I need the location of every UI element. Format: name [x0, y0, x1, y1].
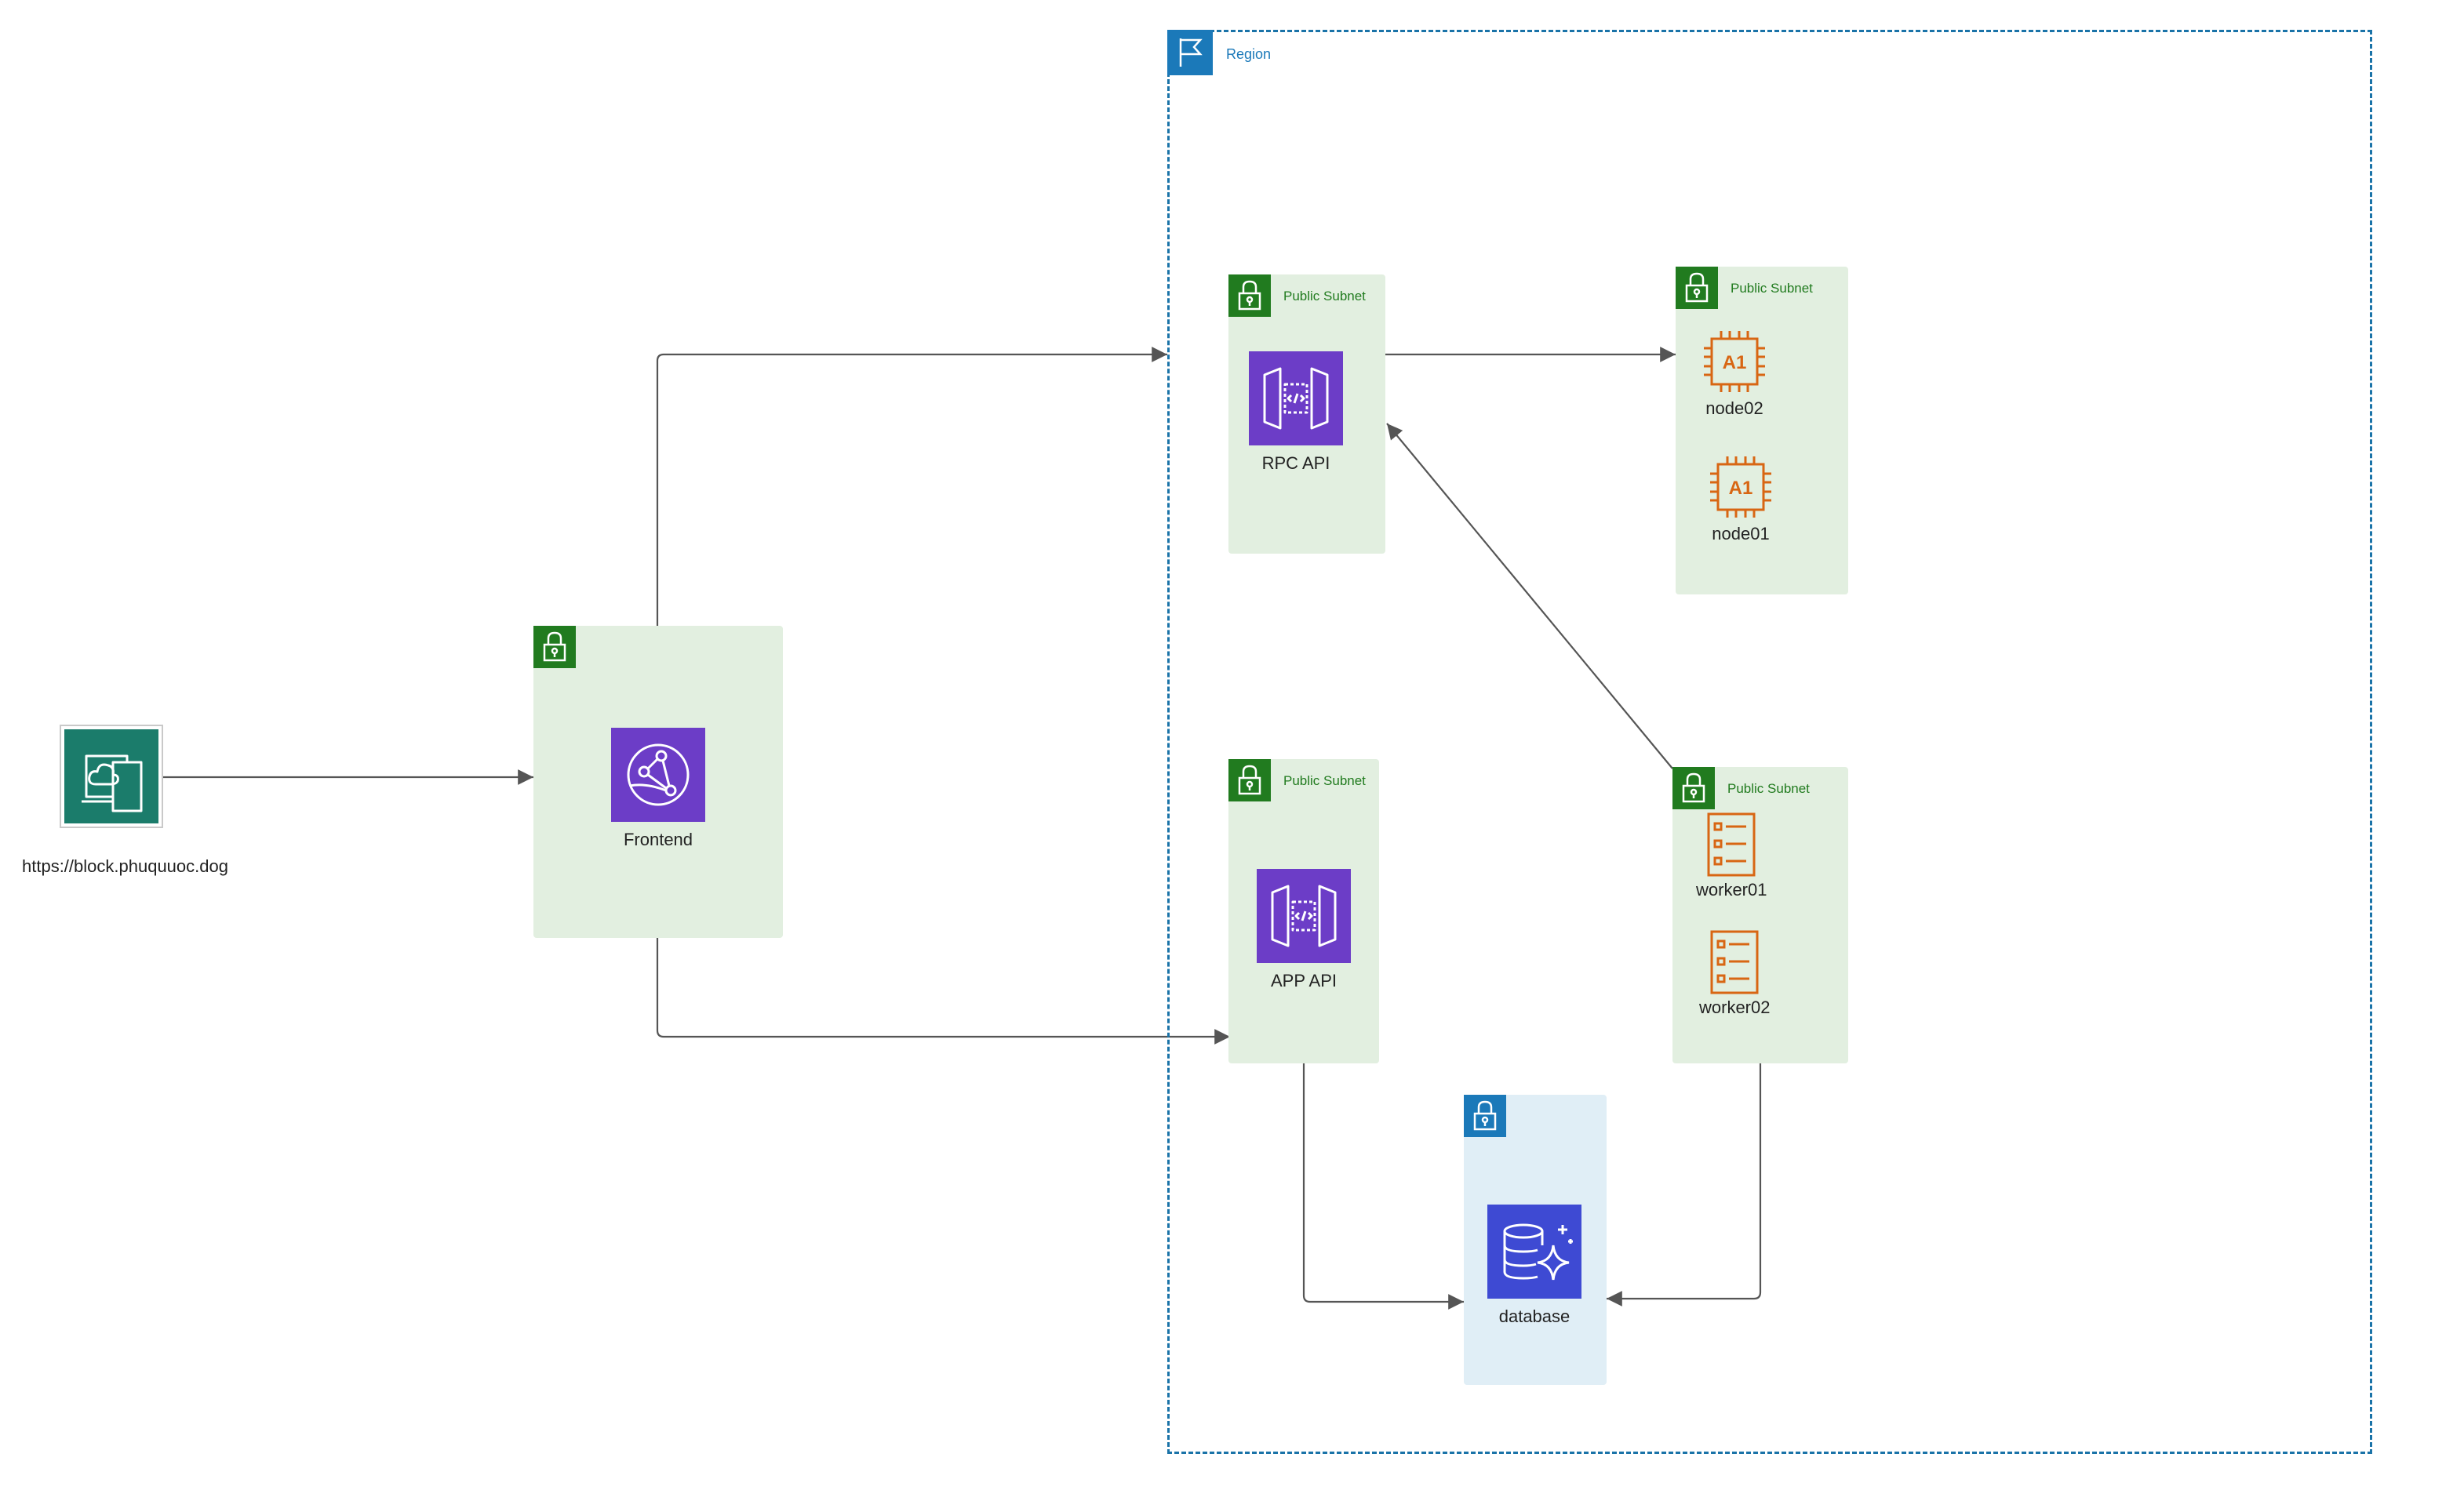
- worker02-node[interactable]: worker02: [1699, 929, 1770, 1018]
- lock-icon: [1228, 274, 1271, 317]
- api-gateway-icon: [1249, 351, 1343, 445]
- a1-instance-icon: A1: [1699, 326, 1770, 397]
- worker02-label: worker02: [1699, 998, 1771, 1017]
- worker-list-icon: [1707, 929, 1762, 996]
- flag-icon: [1167, 30, 1213, 75]
- frontend-subnet: Frontend: [533, 626, 783, 938]
- region-label: Region: [1226, 46, 1272, 62]
- node-subnet-label: Public Subnet: [1731, 281, 1813, 296]
- node01-label: node01: [1712, 524, 1770, 543]
- svg-text:A1: A1: [1729, 478, 1753, 499]
- worker01-node[interactable]: worker01: [1696, 811, 1767, 900]
- database-node[interactable]: database: [1487, 1205, 1581, 1327]
- frontend-label: Frontend: [623, 830, 693, 849]
- worker01-label: worker01: [1696, 880, 1767, 899]
- api-gateway-icon: [1257, 869, 1351, 963]
- app-subnet-label: Public Subnet: [1283, 773, 1366, 788]
- worker-subnet: Public Subnet worker01: [1672, 767, 1848, 1063]
- node01-instance[interactable]: A1 node01: [1705, 452, 1776, 544]
- rpc-api-label: RPC API: [1261, 453, 1330, 473]
- node02-instance[interactable]: A1 node02: [1699, 326, 1770, 419]
- svg-text:A1: A1: [1723, 352, 1747, 373]
- edge-frontend-to-region: [656, 347, 1167, 626]
- database-subnet: database: [1464, 1095, 1607, 1385]
- app-subnet: Public Subnet APP API: [1228, 759, 1379, 1063]
- lock-icon: [1464, 1095, 1506, 1137]
- region-group: Region: [1167, 30, 2372, 1454]
- rpc-subnet: Public Subnet RPC API: [1228, 274, 1385, 554]
- lock-icon: [1228, 759, 1271, 801]
- app-api-label: APP API: [1271, 971, 1337, 990]
- rpc-subnet-label: Public Subnet: [1283, 289, 1366, 303]
- edge-frontend-to-app-api: [656, 938, 1230, 1045]
- app-api-node[interactable]: APP API: [1257, 869, 1351, 991]
- lock-icon: [1672, 767, 1715, 809]
- lock-icon: [1676, 267, 1718, 309]
- cloudfront-icon: [611, 728, 705, 822]
- database-label: database: [1498, 1306, 1570, 1326]
- worker-subnet-label: Public Subnet: [1727, 781, 1810, 796]
- lock-icon: [533, 626, 576, 668]
- node-subnet: Public Subnet A1 node02: [1676, 267, 1848, 594]
- client-cloud-icon: [64, 729, 158, 823]
- client-node[interactable]: [64, 729, 158, 823]
- worker-list-icon: [1704, 811, 1759, 878]
- a1-instance-icon: A1: [1705, 452, 1776, 522]
- client-url-label: https://block.phuquuoc.dog: [22, 856, 228, 876]
- aurora-database-icon: [1487, 1205, 1581, 1299]
- frontend-node[interactable]: Frontend: [611, 728, 705, 850]
- rpc-api-node[interactable]: RPC API: [1249, 351, 1343, 474]
- node02-label: node02: [1705, 398, 1763, 418]
